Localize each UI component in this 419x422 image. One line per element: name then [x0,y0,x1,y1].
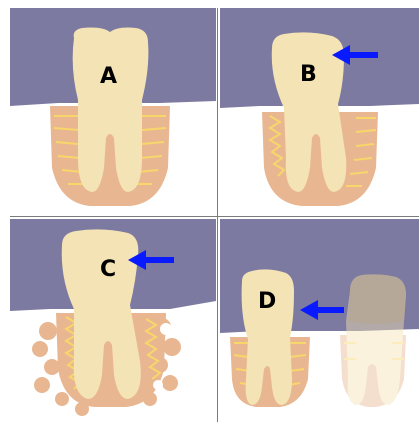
panel-label-a: A [100,66,117,88]
vertical-divider [217,8,218,422]
panel-label-d: D [258,291,276,313]
panel-label-c: C [100,259,116,281]
panel-b: B [220,8,419,215]
panel-a-illustration [10,8,216,215]
panel-c: C [10,219,216,422]
panel-b-illustration [220,8,419,215]
panel-d-illustration [220,219,419,422]
panel-a: A [10,8,216,215]
panel-d: D [220,219,419,422]
panel-label-b: B [300,64,317,86]
panel-c-illustration [10,219,216,422]
ghost-crown [348,274,406,324]
horizontal-divider [10,216,419,217]
